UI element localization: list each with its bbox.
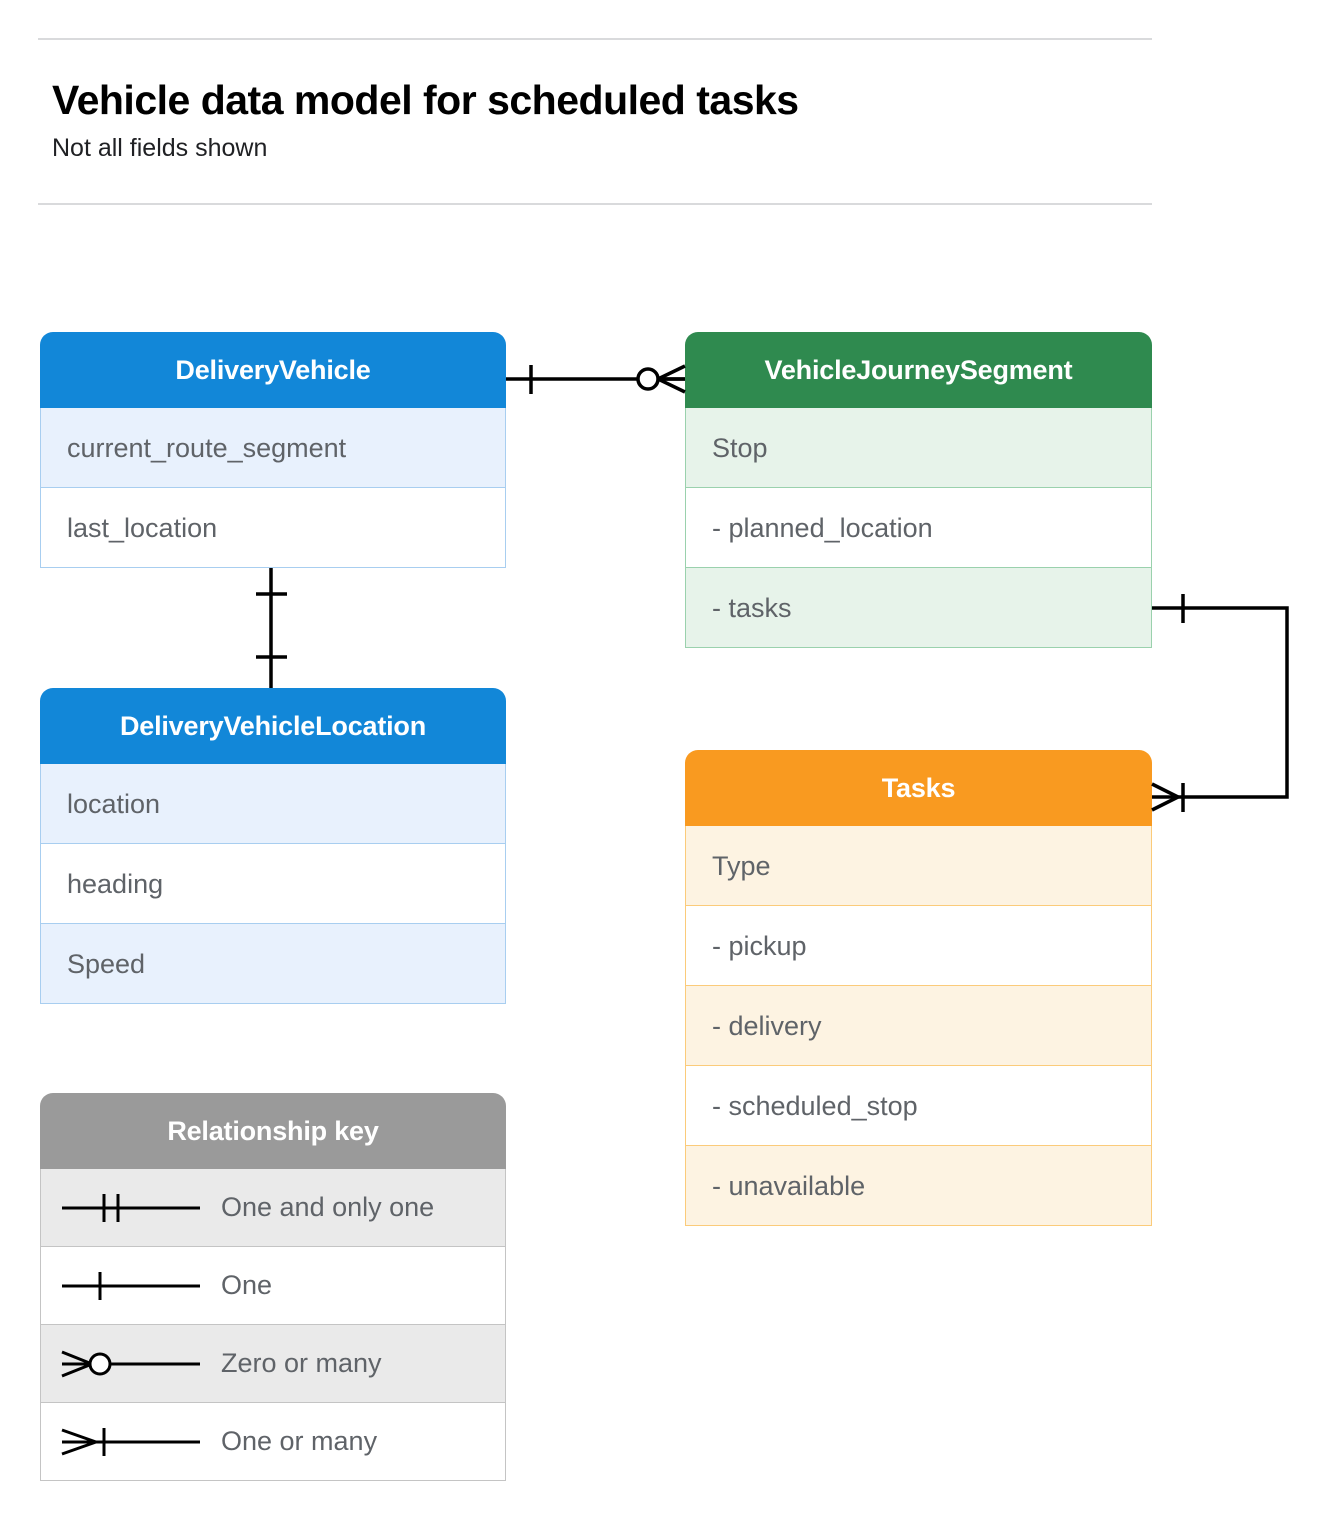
entity-row: - tasks	[685, 568, 1152, 648]
entity-row: location	[40, 764, 506, 844]
entity-tasks-title: Tasks	[685, 750, 1152, 826]
entity-row: Stop	[685, 408, 1152, 488]
legend-item-label: Zero or many	[221, 1348, 382, 1378]
document-header: Vehicle data model for scheduled tasks N…	[38, 38, 1152, 163]
legend-item-label: One and only one	[221, 1192, 435, 1222]
legend-item-one-and-only-one: One and only one	[40, 1169, 506, 1247]
page-title: Vehicle data model for scheduled tasks	[52, 77, 799, 123]
entity-delivery-vehicle-location[interactable]: DeliveryVehicleLocation location heading…	[40, 688, 506, 1004]
connector-vehicle-to-vehicle-location	[256, 568, 287, 688]
legend-item-zero-or-many: Zero or many	[40, 1325, 506, 1403]
entity-delivery-vehicle-title: DeliveryVehicle	[40, 332, 506, 408]
entity-row: last_location	[40, 488, 506, 568]
legend-item-label: One	[221, 1270, 273, 1300]
entity-row: - delivery	[685, 986, 1152, 1066]
entity-delivery-vehicle[interactable]: DeliveryVehicle current_route_segment la…	[40, 332, 506, 568]
entity-row: - scheduled_stop	[685, 1066, 1152, 1146]
header-rule-bottom	[38, 203, 1152, 205]
connector-journey-segment-to-tasks	[1151, 594, 1289, 812]
legend-item-one-or-many: One or many	[40, 1403, 506, 1481]
legend-item-one: One	[40, 1247, 506, 1325]
connector-vehicle-to-journey-segment	[506, 364, 686, 394]
header-rule-top	[38, 38, 1152, 40]
entity-row: - unavailable	[685, 1146, 1152, 1226]
entity-vehicle-journey-segment-title: VehicleJourneySegment	[685, 332, 1152, 408]
one-icon	[41, 1266, 221, 1306]
entity-row: Speed	[40, 924, 506, 1004]
entity-row: current_route_segment	[40, 408, 506, 488]
legend-item-label: One or many	[221, 1426, 378, 1456]
one-or-many-icon	[41, 1422, 221, 1462]
entity-tasks[interactable]: Tasks Type - pickup - delivery - schedul…	[685, 750, 1152, 1226]
one-and-only-one-icon	[41, 1188, 221, 1228]
legend-title: Relationship key	[40, 1093, 506, 1169]
zero-or-many-icon	[41, 1344, 221, 1384]
entity-row: Type	[685, 826, 1152, 906]
entity-delivery-vehicle-location-title: DeliveryVehicleLocation	[40, 688, 506, 764]
page-subtitle: Not all fields shown	[52, 134, 268, 163]
relationship-key-legend[interactable]: Relationship key One and only one One	[40, 1093, 506, 1481]
entity-row: - planned_location	[685, 488, 1152, 568]
entity-row: heading	[40, 844, 506, 924]
entity-vehicle-journey-segment[interactable]: VehicleJourneySegment Stop - planned_loc…	[685, 332, 1152, 648]
entity-row: - pickup	[685, 906, 1152, 986]
